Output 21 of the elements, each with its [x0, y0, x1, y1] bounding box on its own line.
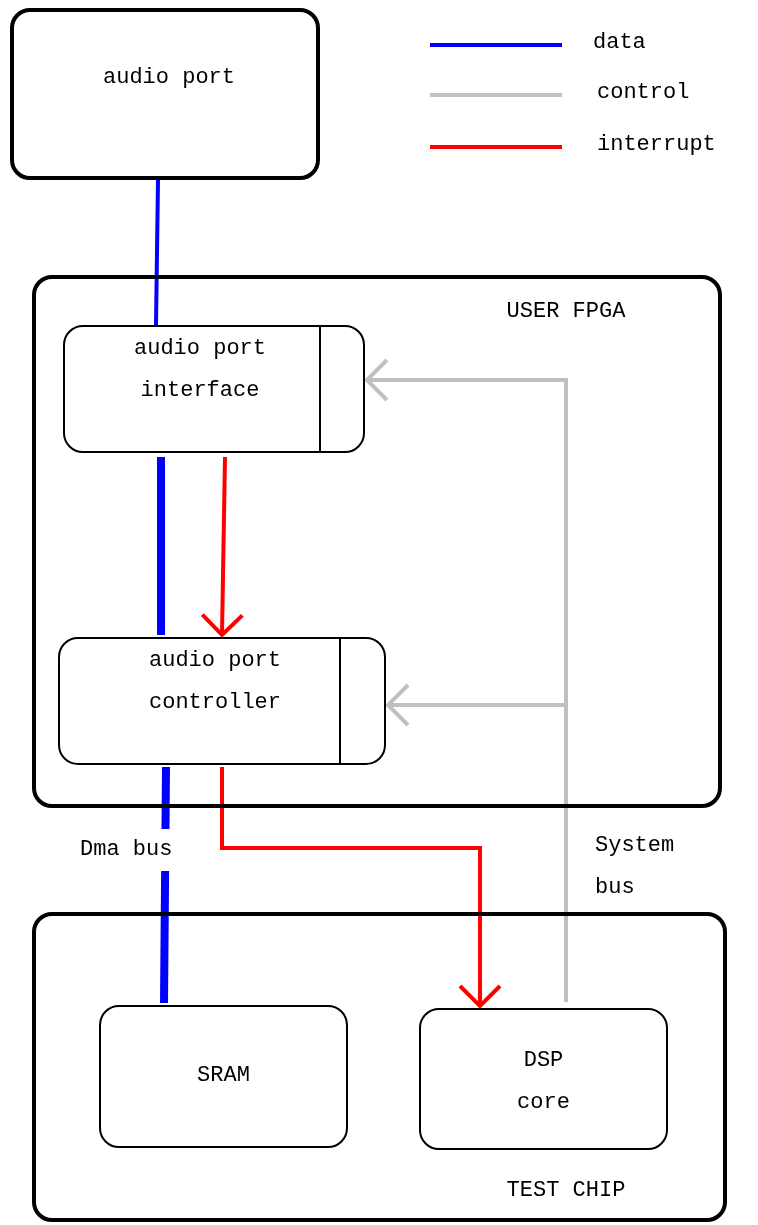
block-box: [99, 1005, 348, 1148]
block-box: [419, 1008, 668, 1150]
block-label: USER FPGA: [505, 298, 627, 326]
chip-boundary: [32, 912, 727, 1222]
arrow: [200, 456, 245, 637]
block-label: SRAM: [196, 1062, 251, 1090]
chip-boundary: [32, 275, 722, 808]
arrow: [220, 767, 502, 1008]
block-label: TEST CHIP: [505, 1177, 627, 1205]
legend-label: data: [593, 30, 646, 55]
block-box: [10, 8, 320, 180]
legend-label: interrupt: [597, 132, 716, 157]
block-box: [63, 325, 365, 453]
legend-label: control: [597, 80, 690, 105]
block-label: audio port interface: [133, 335, 267, 405]
block-label: audio port: [102, 64, 236, 92]
arrow: [386, 683, 568, 1002]
bus-line: [154, 179, 160, 326]
block-label: DSP core: [516, 1047, 571, 1117]
block-box: [58, 637, 386, 765]
block-label: audio port controller: [148, 647, 282, 717]
